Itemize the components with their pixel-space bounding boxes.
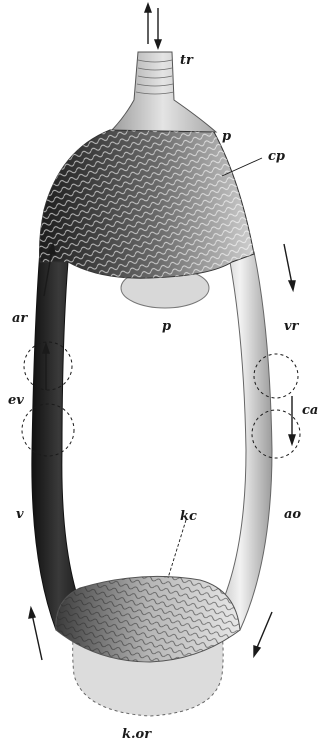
air-flow-arrows [145, 4, 161, 48]
label-vr: vr [284, 319, 300, 334]
label-ar: ar [12, 311, 28, 326]
label-v: v [16, 507, 24, 522]
trachea [110, 52, 216, 132]
label-tr: tr [180, 53, 194, 68]
label-p-top: p [222, 129, 231, 144]
vein [32, 250, 86, 630]
label-kc: kc [180, 509, 197, 524]
lung-capillary-network [40, 130, 255, 278]
kc-leader-line [168, 520, 186, 578]
artery [214, 252, 272, 630]
label-cp: cp [268, 149, 285, 164]
label-ev: ev [8, 393, 24, 408]
label-p-mid: p [162, 319, 171, 334]
label-kor: k.or [122, 727, 152, 742]
label-ca: ca [302, 403, 318, 418]
label-ao: ao [284, 507, 301, 522]
